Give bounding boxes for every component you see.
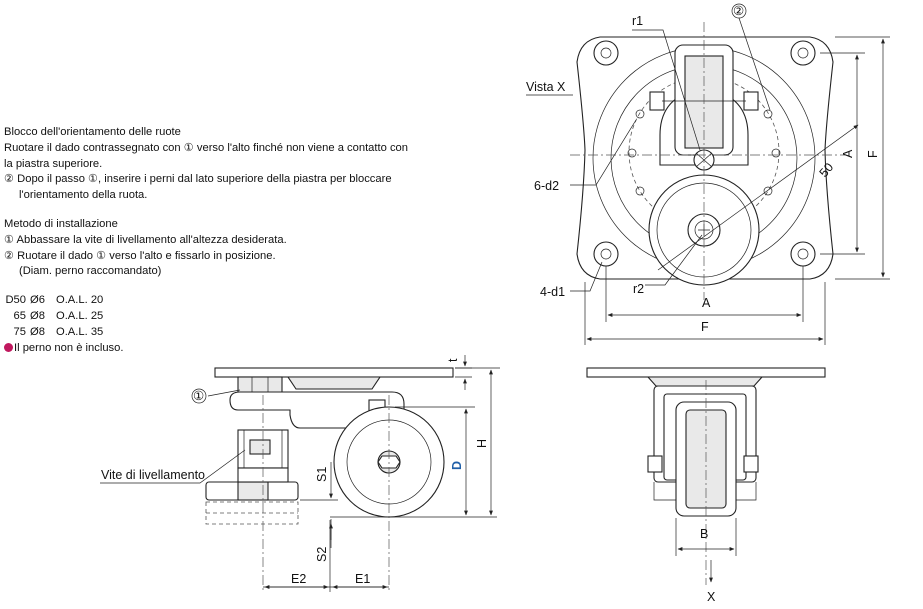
install-line-2: ② Ruotare il dado ① verso l'alto e fissa…: [4, 249, 276, 262]
dim-f-vertical-label: F: [866, 150, 880, 158]
mount-hole: [790, 40, 816, 66]
leveling-screw-label: Vite di livellamento: [101, 468, 205, 482]
pin-warning-icon: [4, 342, 13, 352]
orient-line-4: l'orientamento della ruota.: [19, 189, 148, 202]
dim-h-label: H: [475, 439, 489, 448]
side-circle-1-label: ①: [193, 389, 204, 403]
dim-e1-label: E1: [355, 572, 370, 586]
d2-label: 6-d2: [534, 179, 559, 193]
pin-note-text: Il perno non è incluso.: [14, 341, 124, 354]
orient-line-2: la piastra superiore.: [4, 157, 103, 170]
dim-b-label: B: [700, 527, 708, 541]
pin-oal: O.A.L. 20: [56, 294, 104, 307]
dim-e2-label: E2: [291, 572, 306, 586]
install-line-1: ① Abbassare la vite di livellamento all'…: [4, 233, 287, 246]
orient-line-3: ② Dopo il passo ①, inserire i perni dal …: [4, 173, 392, 186]
d1-label: 4-d1: [540, 285, 565, 299]
pin-oal: O.A.L. 25: [56, 309, 104, 322]
orient-line-1: Ruotare il dado contrassegnato con ① ver…: [4, 141, 408, 154]
circle-2-label: ②: [733, 4, 744, 18]
view-x-arrow-label: X: [707, 590, 716, 604]
notes-panel: Blocco dell'orientamento delle ruote Ruo…: [4, 125, 444, 356]
dim-s1-label: S1: [315, 467, 329, 482]
dim-s2-label: S2: [315, 547, 329, 562]
pin-size: 75: [13, 325, 26, 338]
pin-table-row: D50 Ø6 O.A.L. 20: [4, 293, 444, 309]
mount-hole: [593, 241, 619, 267]
dim-a-label: A: [702, 296, 711, 310]
front-view: [586, 367, 826, 585]
dim-t-label: t: [446, 358, 460, 362]
install-title: Metodo di installazione: [4, 217, 118, 230]
pin-note: Il perno non è incluso.: [4, 341, 444, 357]
side-view: [100, 355, 500, 592]
mount-hole: [790, 241, 816, 267]
pin-dia: Ø6: [30, 294, 45, 307]
pin-size: D50: [5, 294, 26, 307]
dim-a-vertical-label: A: [841, 149, 855, 158]
r1-label: r1: [632, 14, 643, 28]
dim-f-label: F: [701, 320, 709, 334]
view-label: Vista X: [526, 80, 566, 94]
pin-oal: O.A.L. 35: [56, 325, 104, 338]
pin-table-row: 65 Ø8 O.A.L. 25: [4, 309, 444, 325]
install-line-3: (Diam. perno raccomandato): [19, 265, 162, 278]
pin-dia: Ø8: [30, 325, 45, 338]
r2-label: r2: [633, 282, 644, 296]
orient-title: Blocco dell'orientamento delle ruote: [4, 126, 181, 138]
mount-hole: [593, 40, 619, 66]
dim-d-label: D: [450, 461, 464, 470]
pin-table-row: 75 Ø8 O.A.L. 35: [4, 325, 444, 341]
pin-dia: Ø8: [30, 309, 45, 322]
top-view: [570, 3, 890, 345]
pin-size: 65: [13, 309, 26, 322]
